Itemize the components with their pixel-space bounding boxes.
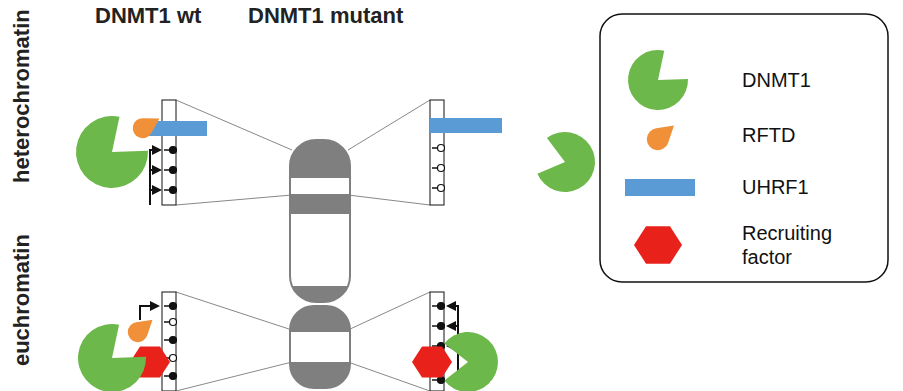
rftd-shape — [129, 110, 164, 142]
dnmt1-shape — [444, 332, 498, 391]
methylated-cpg — [170, 337, 177, 344]
methylated-cpg — [170, 373, 177, 380]
legend-text: Recruiting factor — [742, 221, 872, 269]
uhrf1-bar — [145, 118, 502, 136]
legend-text: RFTD — [742, 123, 872, 147]
methylated-cpg — [170, 147, 177, 154]
column-heading: DNMT1 wt — [95, 4, 201, 28]
recruiting-factor-shape — [634, 226, 682, 263]
zoom-lines — [176, 100, 430, 391]
dnmt1-shape — [628, 50, 688, 110]
column-heading: DNMT1 mutant — [248, 4, 403, 28]
rftd-shape — [642, 117, 681, 155]
methylated-cpg — [438, 323, 445, 330]
legend-text: UHRF1 — [742, 175, 872, 199]
legend-symbols — [625, 50, 695, 264]
row-heading: euchromatin — [10, 234, 34, 366]
chromatin-fiber — [162, 100, 444, 391]
chromosome — [290, 140, 350, 388]
legend-frame — [600, 14, 888, 282]
unmethylated-cpg — [438, 165, 445, 172]
rftd-shape — [124, 312, 159, 346]
unmethylated-cpg — [170, 319, 177, 326]
methylated-cpg — [170, 167, 177, 174]
dnmt1-shape — [537, 132, 595, 192]
unmethylated-cpg — [438, 145, 445, 152]
methylated-cpg — [170, 303, 177, 310]
row-heading: heterochromatin — [10, 9, 34, 183]
methylated-cpg — [438, 303, 445, 310]
methylated-cpg — [170, 187, 177, 194]
unmethylated-cpg — [170, 355, 177, 362]
unmethylated-cpg — [438, 185, 445, 192]
legend-text: DNMT1 — [742, 68, 872, 92]
arrows — [140, 150, 458, 372]
recruiting-factor-shape — [412, 346, 452, 377]
legend-swatch — [625, 179, 695, 196]
